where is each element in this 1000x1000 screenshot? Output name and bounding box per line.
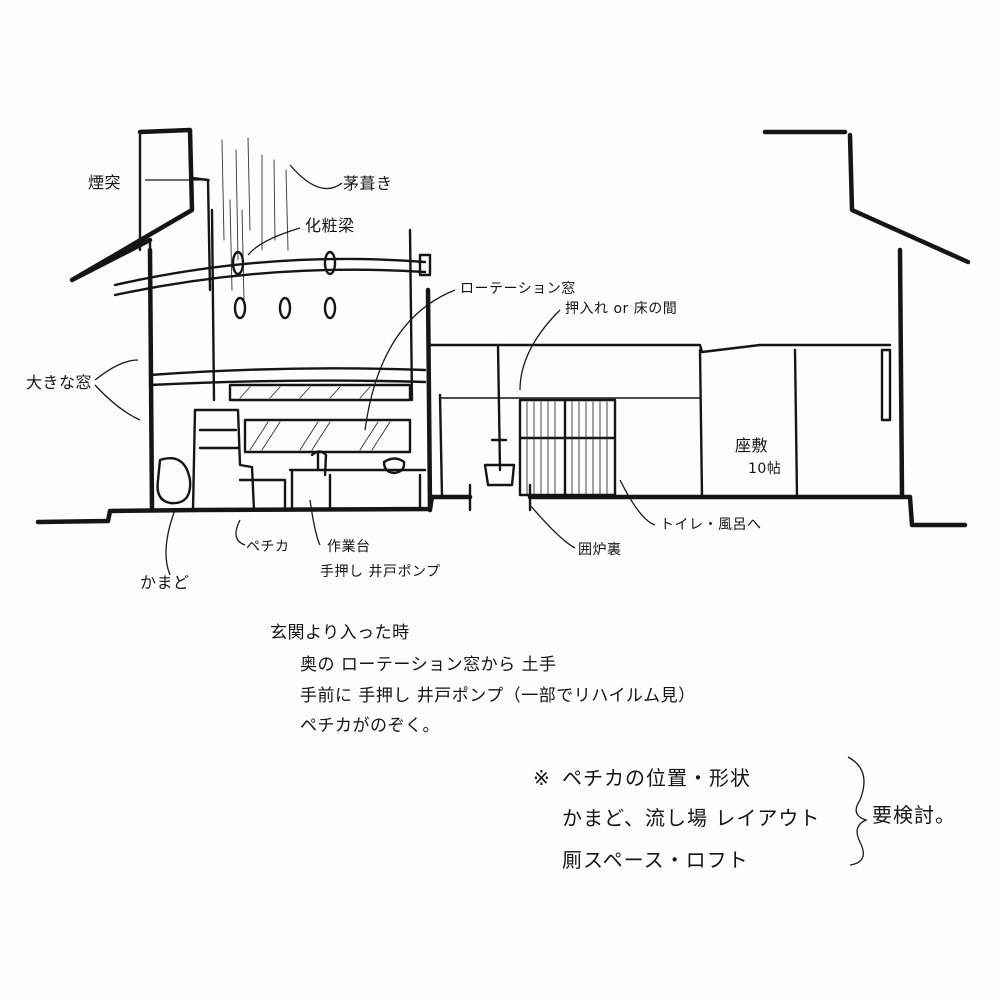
right-window-panel	[880, 348, 892, 422]
beam-bolt-4	[278, 296, 292, 320]
label-tatami: 10帖	[748, 461, 782, 477]
right-roof	[762, 129, 971, 498]
kettle-shape	[382, 457, 406, 475]
left-tall-post	[210, 208, 414, 402]
review-item-1: ペチカの位置・形状	[562, 766, 751, 790]
pechka-body	[191, 408, 287, 512]
right-post-left-bldg	[425, 287, 433, 513]
label-pechka: ペチカ	[246, 539, 290, 555]
closet-doors	[518, 398, 617, 497]
left-wall	[147, 247, 155, 513]
review-item-3: 厠スペース・ロフト	[562, 848, 749, 872]
review-item-2: かまど、流し場 レイアウト	[562, 806, 821, 830]
label-toilet-bath: トイレ・風呂へ	[660, 517, 762, 533]
label-kamado: かまど	[140, 573, 190, 592]
beam-bolt-3	[233, 296, 247, 320]
note-line-4: ペチカがのぞく。	[300, 716, 440, 736]
label-worktable: 作業台	[327, 539, 371, 555]
window-small	[418, 253, 432, 277]
note-line-2: 奥の ローテーション窓から 土手	[300, 655, 557, 675]
thatch-strokes	[221, 137, 289, 301]
label-thatch: 茅葺き	[343, 174, 393, 193]
beam-upper	[113, 257, 427, 297]
beam-bolt-2	[323, 250, 337, 276]
label-big-window: 大きな窓	[26, 373, 93, 392]
rotation-windows	[228, 383, 412, 454]
label-chimney: 煙突	[88, 173, 122, 192]
left-roof	[69, 127, 195, 283]
kamado-shape	[156, 457, 192, 505]
middle-roofline	[426, 343, 892, 354]
pump-shape	[310, 450, 328, 477]
label-beam: 化粧梁	[305, 216, 355, 235]
review-marker: ※	[533, 766, 551, 790]
window-hatching	[239, 386, 391, 451]
beam-lower	[148, 367, 427, 387]
note-line-1: 玄関より入った時	[270, 623, 410, 643]
middle-posts	[438, 348, 799, 499]
note-line-3: 手前に 手押し 井戸ポンプ（一部でリハイルム見）	[300, 686, 696, 706]
closet-hatch	[526, 401, 608, 495]
label-irori: 囲炉裏	[578, 542, 622, 558]
label-rotation-window: ローテーション窓	[460, 281, 576, 297]
hearth-hook	[468, 343, 532, 512]
label-zashiki: 座敷	[735, 436, 769, 455]
worktable	[288, 468, 427, 512]
beam-bolt-1	[231, 250, 245, 276]
review-conclusion: 要検討。	[872, 803, 956, 827]
label-closet: 押入れ or 床の間	[565, 301, 678, 317]
beam-bolt-5	[323, 296, 337, 320]
label-pump: 手押し 井戸ポンプ	[320, 564, 441, 580]
